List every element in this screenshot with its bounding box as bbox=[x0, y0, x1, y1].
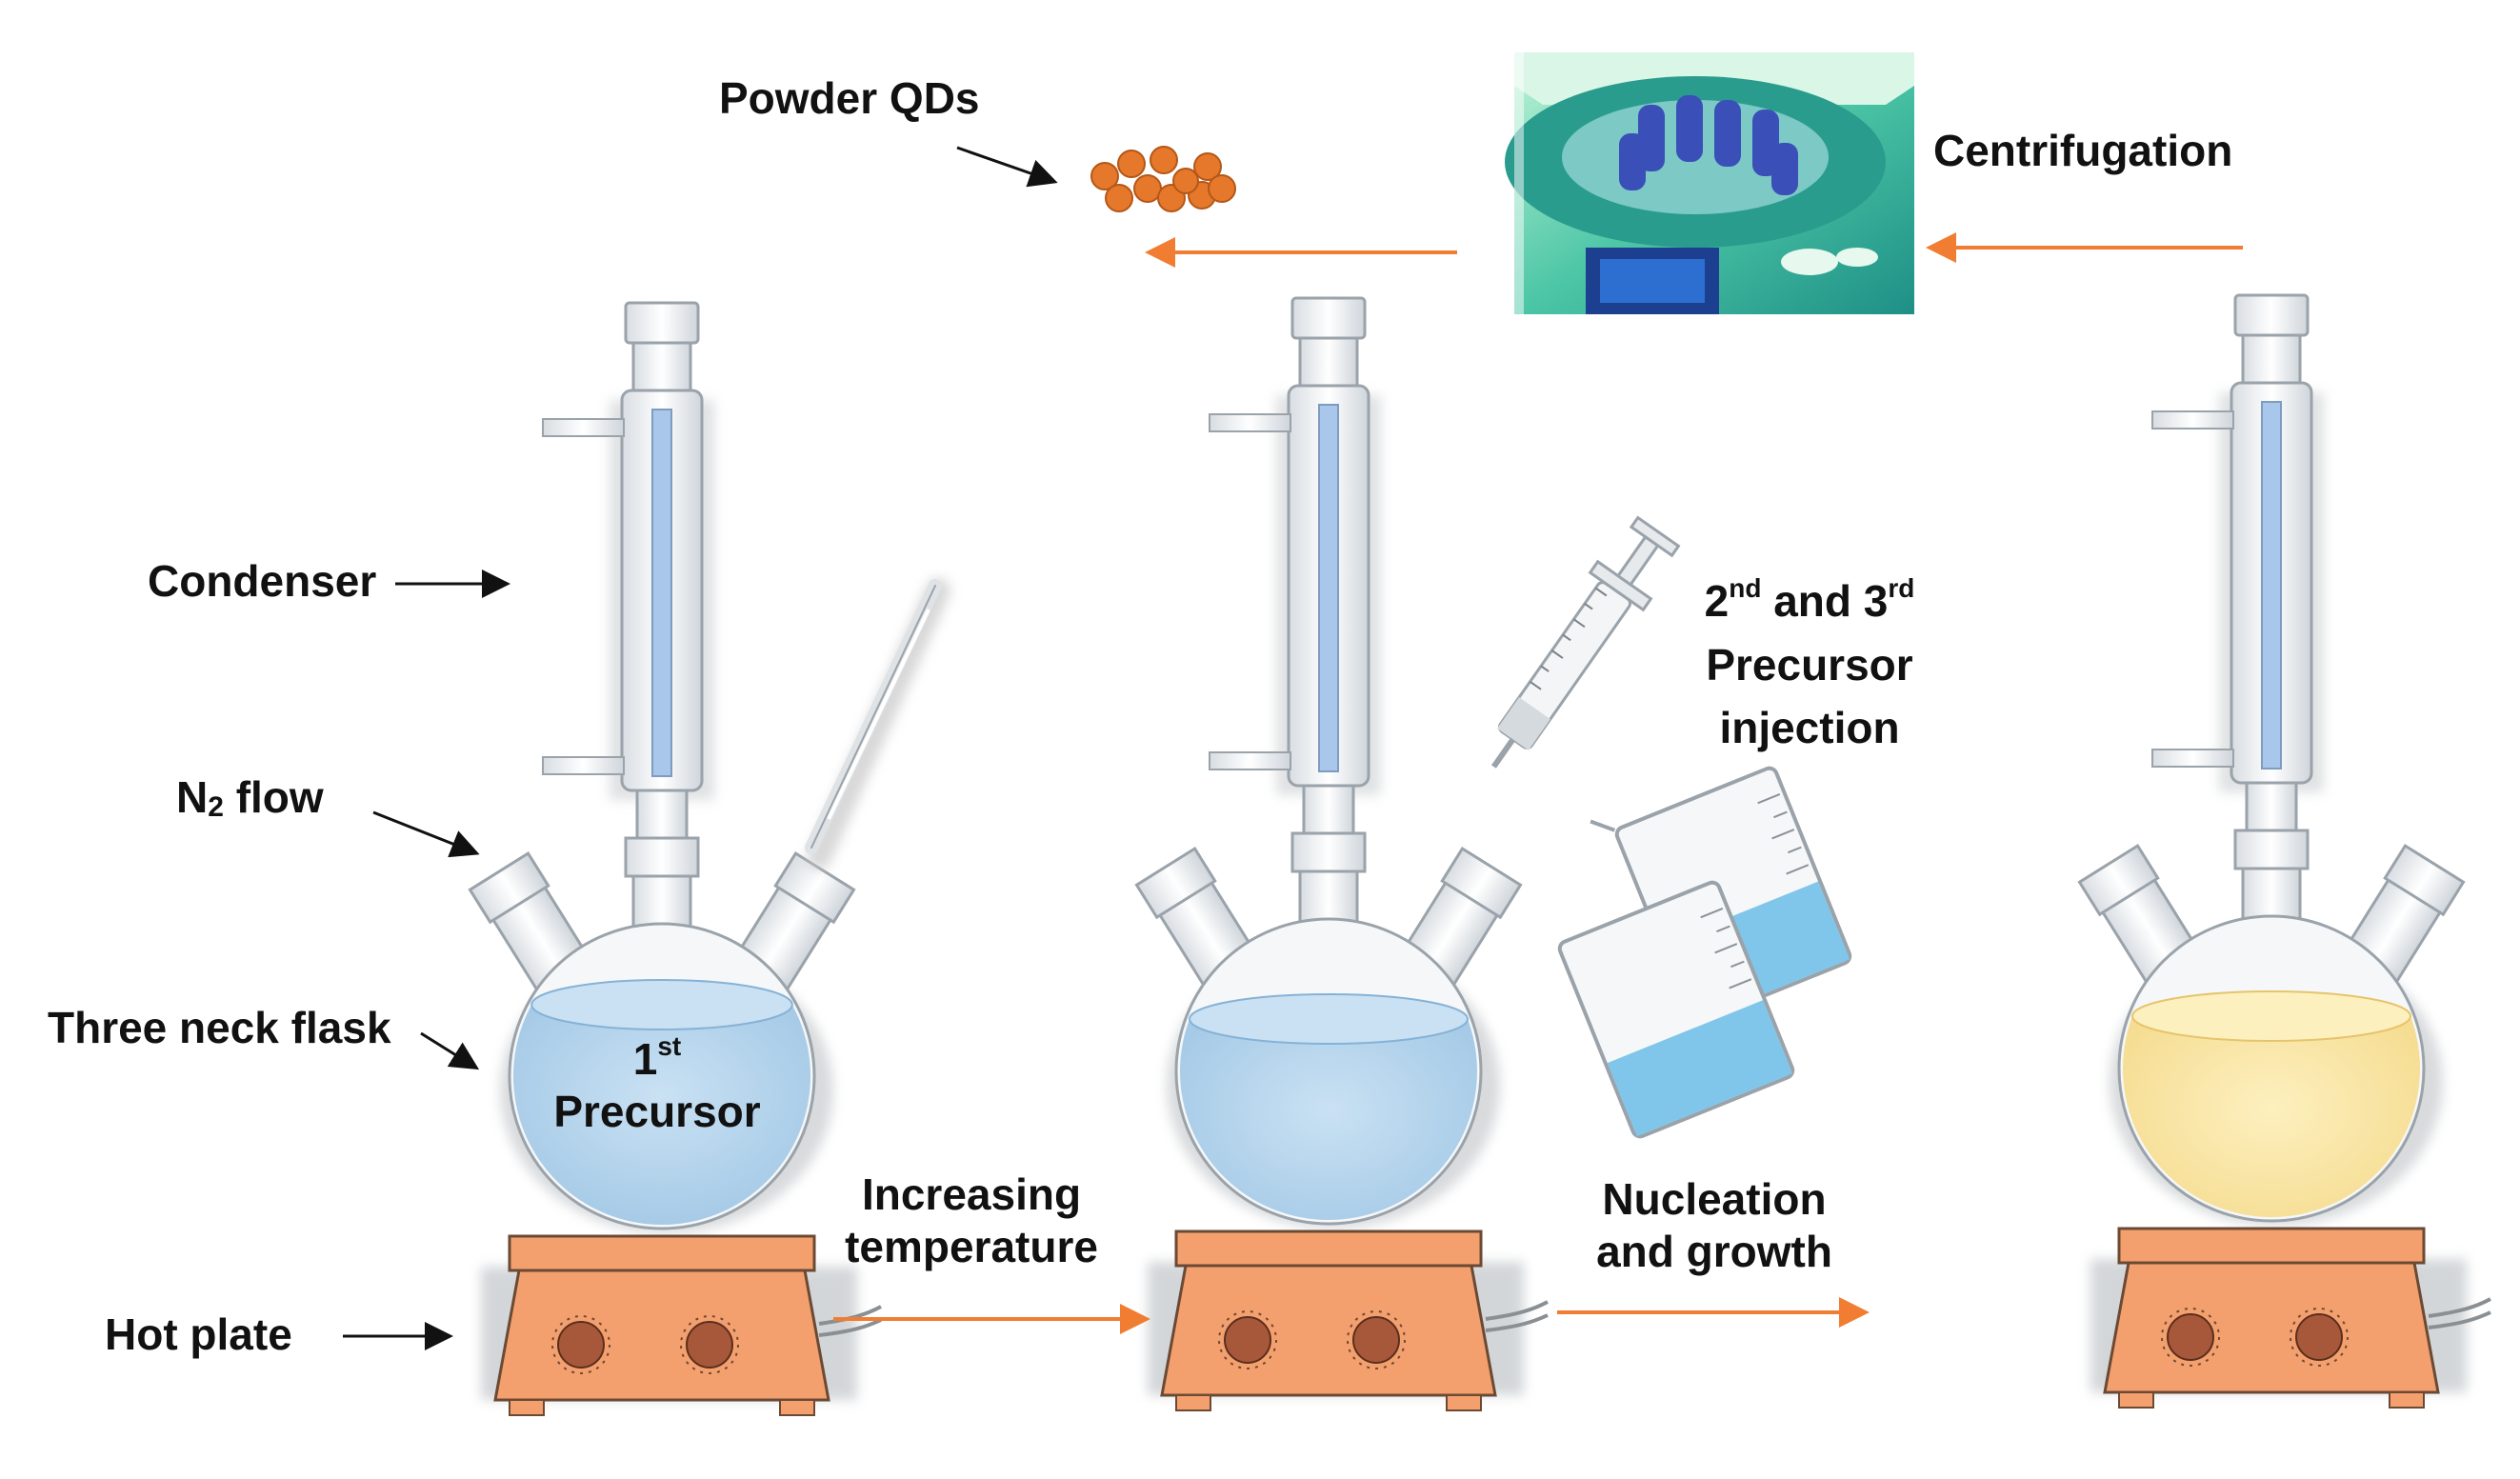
flask-right-joint bbox=[1440, 847, 1523, 920]
flask-center-joint bbox=[1290, 831, 1367, 873]
flask-left-joint bbox=[2077, 844, 2160, 917]
hotplate-knob-right bbox=[686, 1321, 733, 1369]
condenser-top-joint bbox=[2233, 293, 2310, 337]
condenser-port-top bbox=[542, 418, 625, 437]
condenser-lower-joint bbox=[2245, 781, 2298, 832]
flask-center-joint bbox=[2233, 829, 2310, 870]
hotplate-knob-left bbox=[1224, 1316, 1271, 1364]
flask-solution bbox=[1180, 1019, 1477, 1220]
condenser-port-bottom bbox=[2151, 749, 2234, 768]
condenser-port-bottom bbox=[542, 756, 625, 775]
hotplate-cable bbox=[2428, 1297, 2491, 1318]
hotplate-foot-right bbox=[779, 1399, 815, 1416]
hotplate-foot-left bbox=[2118, 1391, 2154, 1409]
centrifuge-icon bbox=[1505, 52, 1914, 314]
condenser-neck bbox=[1298, 336, 1359, 388]
label-condenser: Condenser bbox=[148, 556, 377, 606]
flask-solution bbox=[2123, 1016, 2420, 1217]
hotplate-foot-left bbox=[509, 1399, 545, 1416]
flask-right-joint bbox=[773, 851, 856, 925]
hotplate-knob-right bbox=[2295, 1313, 2343, 1361]
condenser-port-bottom bbox=[1209, 751, 1291, 770]
condenser-lower-joint bbox=[1302, 784, 1355, 835]
hotplate-cable-2 bbox=[818, 1318, 882, 1337]
apparatus-stage-1 bbox=[468, 301, 882, 1416]
hotplate-top bbox=[508, 1234, 816, 1272]
arrow-n2-flow bbox=[372, 810, 480, 858]
condenser-inner-tube bbox=[1318, 404, 1339, 772]
condenser-inner-tube bbox=[651, 409, 672, 777]
apparatus-stage-2 bbox=[1134, 296, 1549, 1411]
hotplate-dial-ring bbox=[2290, 1308, 2349, 1367]
hotplate-dial-ring bbox=[2161, 1308, 2220, 1367]
condenser-port-top bbox=[1209, 413, 1291, 432]
condenser-port-top bbox=[2151, 410, 2234, 430]
thermometer-icon bbox=[805, 578, 950, 869]
syringe-icon bbox=[1490, 515, 1681, 769]
label-powder-qds: Powder QDs bbox=[719, 73, 980, 123]
flask-left-joint bbox=[468, 851, 550, 925]
condenser-top-joint bbox=[1290, 296, 1367, 340]
hotplate-knob-left bbox=[2167, 1313, 2214, 1361]
apparatus-stage-3 bbox=[2077, 293, 2491, 1409]
label-precursor-injection: 2nd and 3rd Precursor injection bbox=[1704, 573, 1915, 753]
condenser-neck bbox=[631, 341, 692, 392]
hotplate-knob-left bbox=[557, 1321, 605, 1369]
label-centrifugation: Centrifugation bbox=[1933, 126, 2233, 175]
flask-left-joint bbox=[1134, 847, 1217, 920]
flask-right-joint bbox=[2383, 844, 2466, 917]
hotplate-foot-right bbox=[2389, 1391, 2425, 1409]
condenser-inner-tube bbox=[2261, 401, 2282, 769]
hotplate-body bbox=[1160, 1264, 1497, 1397]
hotplate-foot-right bbox=[1446, 1394, 1482, 1411]
hotplate-cable bbox=[818, 1305, 882, 1326]
hotplate-foot-left bbox=[1175, 1394, 1211, 1411]
arrow-powder-qds bbox=[956, 146, 1058, 188]
process-arrows bbox=[833, 232, 2243, 1334]
hotplate-knob-right bbox=[1352, 1316, 1400, 1364]
hotplate-dial-ring bbox=[1218, 1310, 1277, 1369]
label-hot-plate: Hot plate bbox=[105, 1309, 292, 1359]
label-first-precursor: 1st Precursor bbox=[553, 1031, 761, 1137]
label-three-neck-flask: Three neck flask bbox=[48, 1003, 391, 1052]
label-increasing-temperature: Increasing temperature bbox=[845, 1169, 1098, 1272]
flask-solution-surface bbox=[2131, 990, 2411, 1042]
hotplate-top bbox=[1174, 1229, 1483, 1268]
flask-center-joint bbox=[624, 836, 700, 878]
arrow-three-neck-flask bbox=[420, 1031, 480, 1070]
flask-solution-surface bbox=[530, 979, 793, 1030]
flask-solution-surface bbox=[1189, 993, 1469, 1045]
powder-qds-icon bbox=[1090, 146, 1236, 212]
condenser-neck bbox=[2241, 333, 2302, 385]
hotplate-cable bbox=[1485, 1300, 1549, 1321]
hotplate-body bbox=[2103, 1261, 2440, 1394]
condenser-lower-joint bbox=[635, 789, 689, 840]
label-arrows bbox=[343, 146, 1058, 1350]
hotplate-dial-ring bbox=[551, 1315, 610, 1374]
hotplate-dial-ring bbox=[680, 1315, 739, 1374]
hotplate-cable-2 bbox=[2428, 1310, 2491, 1329]
label-nucleation-growth: Nucleation and growth bbox=[1596, 1174, 1832, 1277]
hotplate-body bbox=[493, 1269, 830, 1402]
hotplate-top bbox=[2117, 1227, 2426, 1265]
beaker-icon-lower bbox=[1557, 880, 1795, 1139]
label-n2-flow: N2 flow bbox=[176, 772, 324, 823]
hotplate-dial-ring bbox=[1347, 1310, 1406, 1369]
condenser-top-joint bbox=[624, 301, 700, 345]
hotplate-cable-2 bbox=[1485, 1313, 1549, 1332]
